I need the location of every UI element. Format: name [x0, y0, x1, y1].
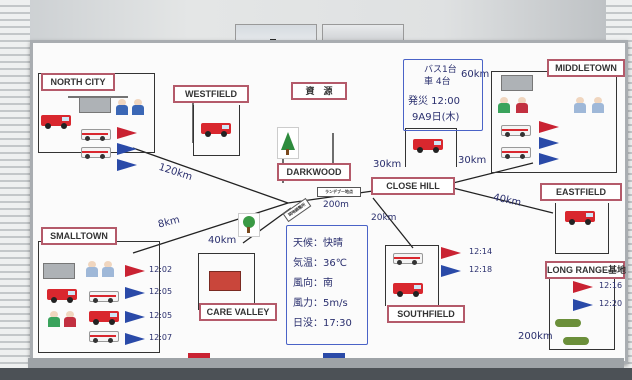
ambulance-icon [501, 125, 531, 137]
close-hill-frame [405, 128, 457, 167]
time-label: 12:05 [149, 311, 173, 320]
weather-wind-direction: 風向：南 [293, 278, 333, 289]
time-label: 12:18 [469, 265, 493, 274]
rescuer-icon [101, 261, 115, 277]
time-label: 12:16 [599, 281, 623, 290]
rescuer-icon [573, 97, 587, 113]
distance-60km: 60km [461, 69, 490, 80]
whiteboard-tray [28, 358, 624, 368]
fire-truck-icon [89, 311, 119, 325]
tree-icon-care-valley [238, 213, 260, 237]
whiteboard: NORTH CITY WESTFIELD 資 源 MIDDLETOWN DARK… [30, 40, 628, 364]
label-middletown: MIDDLETOWN [547, 59, 625, 77]
info-vehicles: 車 4台 [424, 77, 451, 87]
flag-icon [125, 287, 145, 299]
label-westfield: WESTFIELD [173, 85, 249, 103]
fire-truck-icon [393, 283, 423, 297]
building-icon [209, 271, 241, 291]
label-darkwood: DARKWOOD [277, 163, 351, 181]
flag-icon [573, 299, 593, 311]
flag-icon [441, 247, 461, 259]
rescuer-icon [515, 97, 529, 113]
label-north-city: NORTH CITY [41, 73, 115, 91]
distance-200km: 200km [518, 331, 553, 342]
time-label: 12:14 [469, 247, 493, 256]
flag-icon [117, 127, 137, 139]
ambulance-icon [89, 291, 119, 303]
flag-icon [117, 159, 137, 171]
bus-icon [79, 97, 111, 113]
time-label: 12:20 [599, 299, 623, 308]
rescuer-icon [115, 99, 129, 115]
helicopter-icon [563, 337, 589, 345]
ambulance-icon [89, 331, 119, 343]
westfield-frame [193, 105, 240, 156]
ambulance-icon [81, 129, 111, 141]
southfield-frame [385, 245, 439, 306]
rescuer-icon [131, 99, 145, 115]
flag-icon [539, 121, 559, 133]
flag-icon [125, 311, 145, 323]
label-southfield: SOUTHFIELD [387, 305, 465, 323]
time-label: 12:05 [149, 287, 173, 296]
time-label: 12:02 [149, 265, 173, 274]
ambulance-icon [393, 253, 423, 265]
label-long-range-base: LONG RANGE基地 [545, 261, 626, 279]
magnet-blue [323, 353, 345, 358]
rescuer-icon [497, 97, 511, 113]
fire-truck-icon [565, 211, 595, 225]
rescuer-icon [85, 261, 99, 277]
info-disaster-time: 発災 12:00 [408, 96, 460, 107]
flag-icon [117, 143, 137, 155]
floor [0, 368, 632, 380]
weather-info-box: 天候：快晴 気温：36℃ 風向：南 風力：5m/s 日没：17:30 [286, 225, 368, 345]
flag-icon [441, 265, 461, 277]
weather-temperature: 気温：36℃ [293, 258, 347, 269]
center-sign-rendezvous: ランデブー地点 [317, 187, 361, 197]
ambulance-icon [501, 147, 531, 159]
weather-sunset: 日没：17:30 [293, 318, 352, 329]
label-close-hill: CLOSE HILL [371, 177, 455, 195]
info-bus: バス1台 [424, 65, 457, 75]
weather-condition: 天候：快晴 [293, 238, 343, 249]
distance-30km-middletown: 30km [458, 155, 487, 166]
label-care-valley: CARE VALLEY [199, 303, 277, 321]
eastfield-frame [555, 203, 609, 254]
ambulance-icon [81, 147, 111, 159]
weather-wind-speed: 風力：5m/s [293, 298, 348, 309]
flag-icon [573, 281, 593, 293]
fire-truck-icon [47, 289, 77, 303]
magnet-red [188, 353, 210, 358]
bus-icon [501, 75, 533, 91]
fire-truck-icon [201, 123, 231, 137]
distance-200m: 200m [323, 200, 349, 210]
distance-30km-darkwood: 30km [373, 159, 402, 170]
label-eastfield: EASTFIELD [540, 183, 622, 201]
rescuer-icon [63, 311, 77, 327]
window-blinds-left [0, 0, 30, 380]
flag-icon [539, 137, 559, 149]
fire-truck-icon [41, 115, 71, 129]
label-resource: 資 源 [291, 82, 347, 100]
rescuer-icon [591, 97, 605, 113]
helicopter-icon [555, 319, 581, 327]
incident-info-box: バス1台 車 4台 発災 12:00 9A9日(木) [403, 59, 483, 131]
info-date: 9A9日(木) [412, 112, 460, 123]
flag-icon [539, 153, 559, 165]
distance-20km: 20km [371, 213, 397, 223]
flag-icon [125, 333, 145, 345]
time-label: 12:07 [149, 333, 173, 342]
rescuer-icon [47, 311, 61, 327]
fire-truck-icon [413, 139, 443, 153]
flag-icon [125, 265, 145, 277]
bus-icon [43, 263, 75, 279]
label-smalltown: SMALLTOWN [41, 227, 117, 245]
distance-40km-care: 40km [208, 235, 237, 246]
tree-icon-darkwood [277, 127, 299, 159]
